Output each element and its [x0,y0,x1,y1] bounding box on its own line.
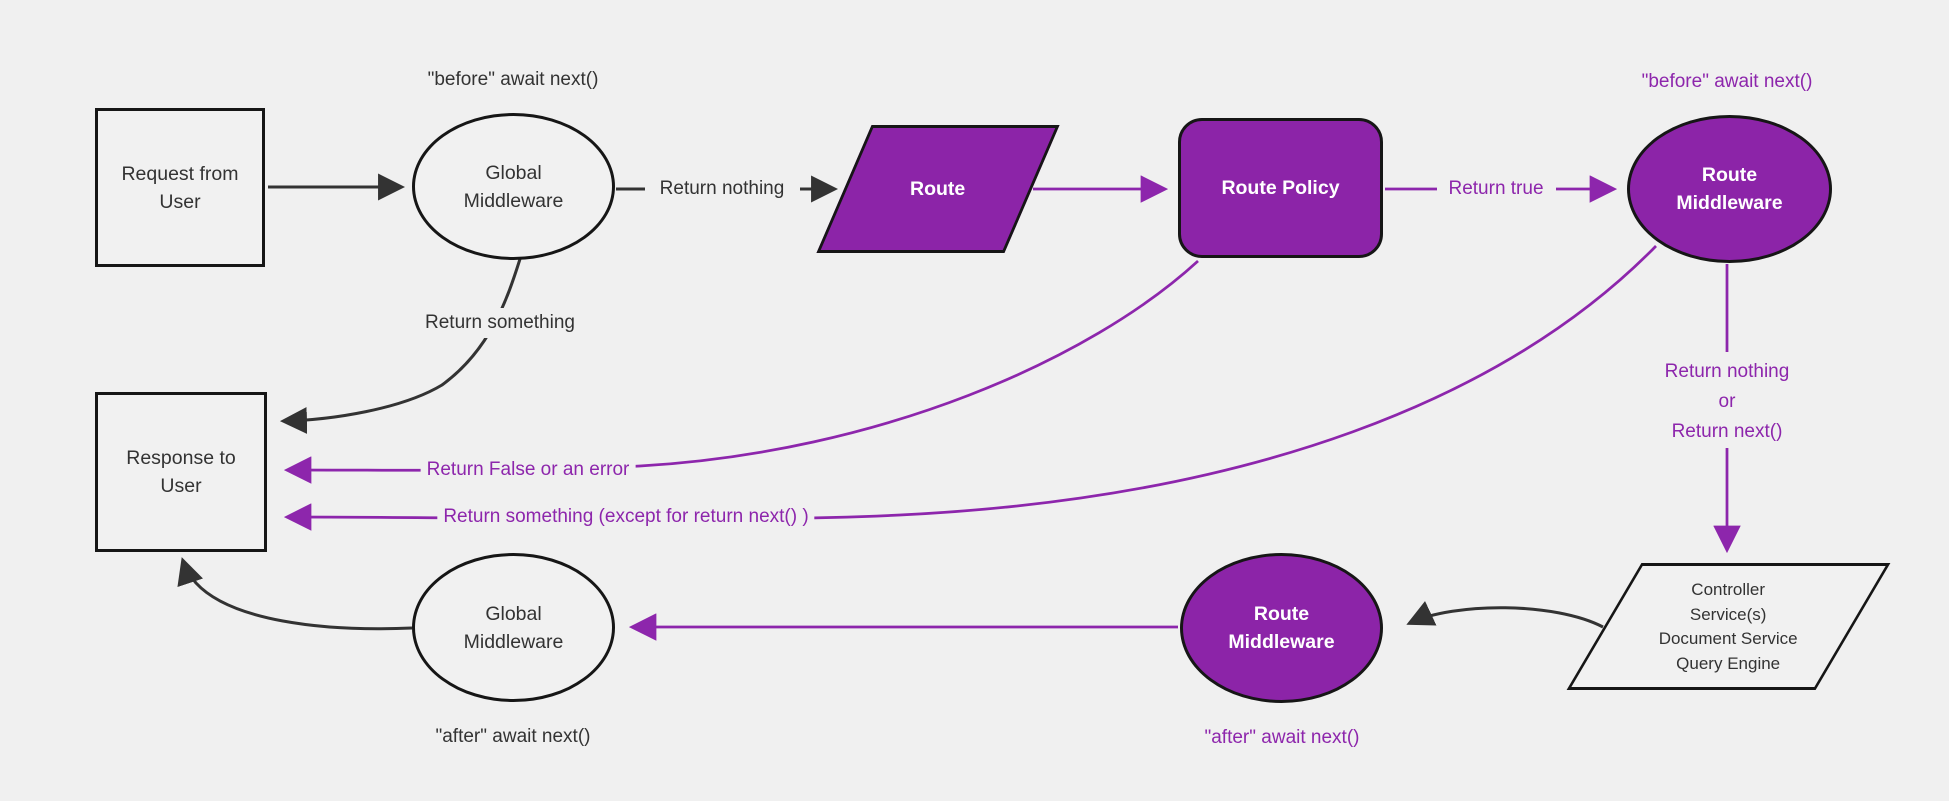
label-after-await-next-route: "after" await next() [1204,727,1360,748]
node-route-middleware-top: Route Middleware [1627,115,1832,263]
node-route-middleware-bottom: Route Middleware [1180,553,1383,703]
node-global-middleware-bottom-label: Global Middleware [463,602,564,653]
edge-controller-to-route-middleware-bottom [1406,601,1604,629]
node-global-middleware-top-label: Global Middleware [463,161,564,212]
node-response-to-user-label: Response to User [126,447,236,497]
node-controller-services-label: Controller Service(s) Document Service Q… [1659,579,1798,673]
label-return-something: Return something [419,308,581,338]
node-route-middleware-top-label: Route Middleware [1676,164,1783,214]
label-return-false-or-error: Return False or an error [420,455,636,485]
node-route-middleware-bottom-label: Route Middleware [1228,603,1335,653]
label-return-nothing: Return nothing [659,178,785,199]
label-return-nothing-or-next: Return nothing or Return next() [1664,361,1790,442]
node-global-middleware-top: Global Middleware [412,113,615,260]
edge-global-middleware-return-something-to-response [279,258,522,435]
node-route-policy-label: Route Policy [1221,177,1340,199]
node-response-to-user: Response to User [95,392,267,552]
label-return-true: Return true [1448,178,1544,199]
node-global-middleware-bottom: Global Middleware [412,553,615,702]
node-request-from-user-label: Request from User [121,162,239,213]
node-request-from-user: Request from User [95,108,265,267]
node-route-label: Route [910,178,966,200]
node-route-policy: Route Policy [1178,118,1383,258]
label-before-await-next-route: "before" await next() [1641,71,1813,92]
edge-route-policy-return-false-to-response [283,259,1199,484]
edge-global-middleware-bottom-to-response [177,557,413,631]
label-after-await-next-global: "after" await next() [435,726,591,747]
label-return-something-except: Return something (except for return next… [437,502,815,532]
label-before-await-next-global: "before" await next() [427,69,599,90]
